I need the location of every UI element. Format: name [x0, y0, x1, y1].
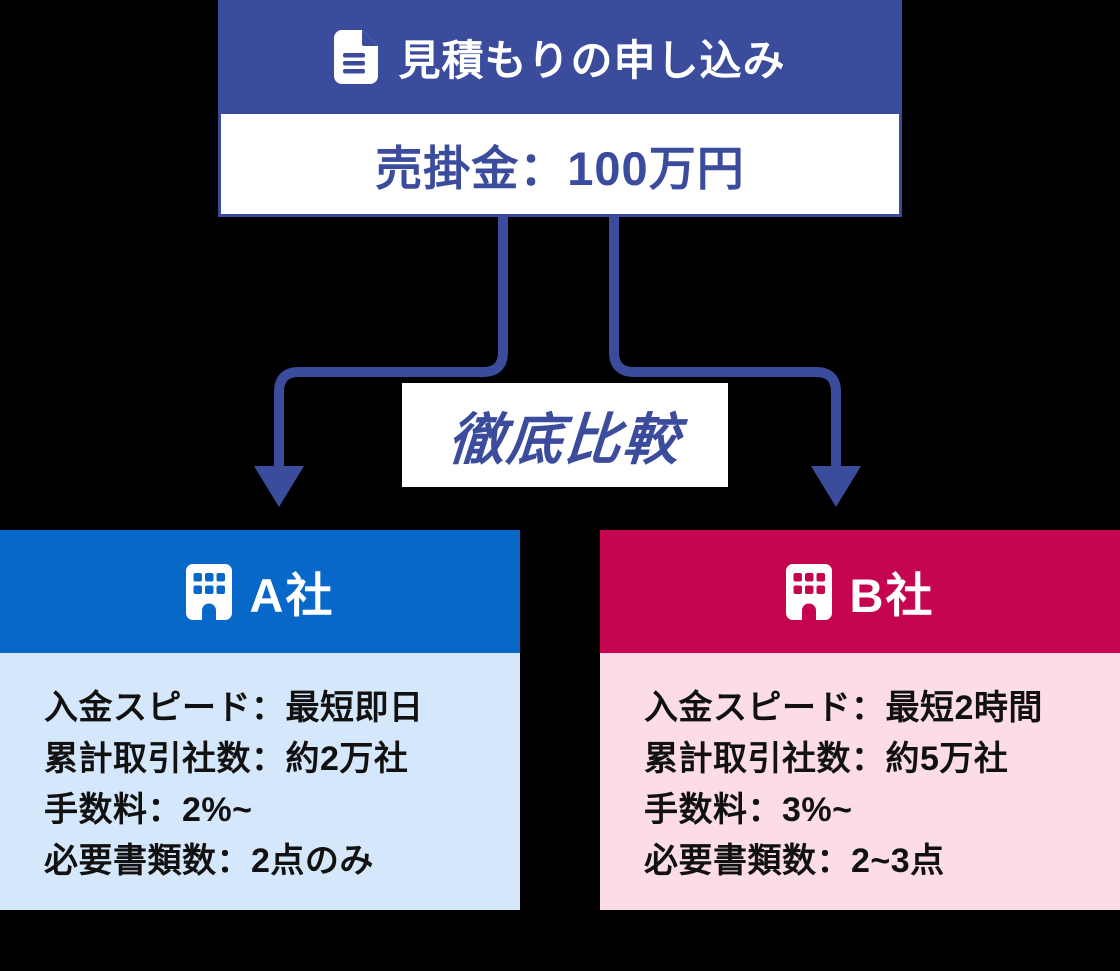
building-icon — [785, 563, 832, 620]
arrowhead-right-icon — [811, 466, 861, 507]
company-a-name: A社 — [249, 569, 335, 622]
quote-application-box: 見積もりの申し込み 売掛金：100万円 — [218, 0, 902, 217]
company-b-detail-documents: 必要書類数：2~3点 — [644, 842, 945, 880]
arrowhead-left-icon — [254, 466, 304, 507]
company-a-detail-speed: 入金スピード：最短即日 — [44, 689, 424, 727]
document-icon — [334, 30, 379, 84]
company-a-detail-documents: 必要書類数：2点のみ — [44, 842, 374, 880]
receivable-amount-row: 売掛金：100万円 — [221, 114, 899, 214]
company-a-header: A社 — [0, 530, 520, 653]
company-b-name: B社 — [849, 569, 935, 622]
company-a-detail-fee: 手数料：2%~ — [44, 791, 253, 829]
company-a-card: A社 入金スピード：最短即日 累計取引社数：約2万社 手数料：2%~ 必要書類数… — [0, 530, 520, 910]
company-a-details: 入金スピード：最短即日 累計取引社数：約2万社 手数料：2%~ 必要書類数：2点… — [0, 653, 520, 910]
quote-application-title: 見積もりの申し込み — [398, 36, 786, 84]
company-b-detail-fee: 手数料：3%~ — [644, 791, 853, 829]
company-b-detail-clients: 累計取引社数：約5万社 — [644, 740, 1009, 778]
company-b-card: B社 入金スピード：最短2時間 累計取引社数：約5万社 手数料：3%~ 必要書類… — [600, 530, 1120, 910]
quote-application-header: 見積もりの申し込み — [221, 0, 899, 114]
company-b-header: B社 — [600, 530, 1120, 653]
company-a-detail-clients: 累計取引社数：約2万社 — [44, 740, 409, 778]
receivable-amount-text: 売掛金：100万円 — [375, 141, 745, 195]
building-icon — [185, 563, 232, 620]
comparison-label: 徹底比較 — [446, 407, 683, 471]
company-b-detail-speed: 入金スピード：最短2時間 — [644, 689, 1043, 727]
comparison-label-box: 徹底比較 — [402, 383, 728, 487]
company-b-details: 入金スピード：最短2時間 累計取引社数：約5万社 手数料：3%~ 必要書類数：2… — [600, 653, 1120, 910]
